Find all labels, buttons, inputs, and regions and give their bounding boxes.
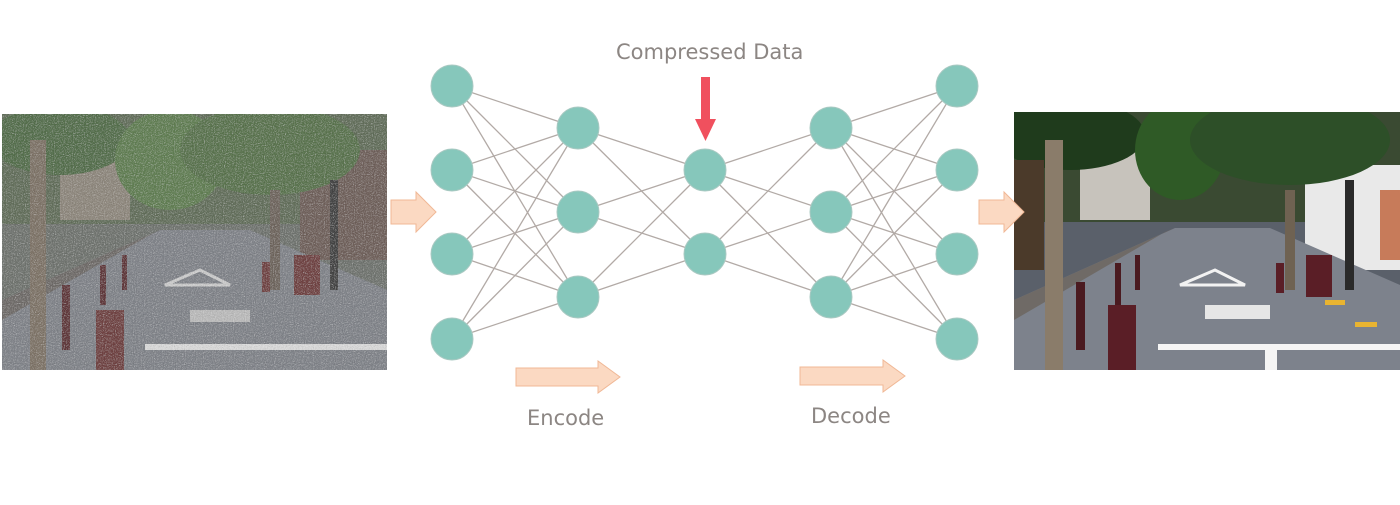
decode-arrow bbox=[799, 359, 906, 393]
input-flow-arrow bbox=[390, 190, 437, 234]
edge-0-3-0 bbox=[451, 127, 579, 340]
edge-1-2-1 bbox=[577, 253, 706, 298]
output-flow-arrow bbox=[978, 190, 1025, 234]
node-layer1-0 bbox=[556, 106, 600, 150]
edge-1-2-0 bbox=[577, 169, 706, 298]
edge-3-2-1 bbox=[830, 169, 958, 298]
network-nodes bbox=[430, 64, 979, 361]
edge-1-0-0 bbox=[577, 127, 706, 171]
encode-arrow bbox=[515, 360, 621, 394]
node-layer2-1 bbox=[683, 232, 727, 276]
node-layer2-0 bbox=[683, 148, 727, 192]
compressed-data-label: Compressed Data bbox=[616, 40, 804, 64]
edge-2-0-0 bbox=[704, 127, 832, 171]
edge-0-0-0 bbox=[451, 85, 579, 129]
decode-label: Decode bbox=[811, 404, 891, 428]
node-layer4-0 bbox=[935, 64, 979, 108]
node-layer1-2 bbox=[556, 275, 600, 319]
edge-3-0-0 bbox=[830, 85, 958, 129]
node-layer0-3 bbox=[430, 317, 474, 361]
edge-3-2-3 bbox=[830, 296, 958, 340]
edge-3-1-0 bbox=[830, 85, 958, 213]
down-arrow-icon bbox=[695, 77, 716, 141]
edge-0-3-2 bbox=[451, 296, 579, 340]
node-layer3-1 bbox=[809, 190, 853, 234]
encode-label: Encode bbox=[527, 406, 605, 430]
network-edges bbox=[451, 85, 958, 340]
node-layer3-2 bbox=[809, 275, 853, 319]
node-layer1-1 bbox=[556, 190, 600, 234]
edge-0-1-0 bbox=[451, 127, 579, 171]
node-layer0-1 bbox=[430, 148, 474, 192]
node-layer0-0 bbox=[430, 64, 474, 108]
input-noisy-image bbox=[2, 114, 387, 370]
edge-0-2-0 bbox=[451, 127, 579, 255]
output-denoised-image bbox=[1014, 112, 1400, 370]
edge-1-1-0 bbox=[577, 169, 706, 213]
node-layer4-2 bbox=[935, 232, 979, 276]
node-layer3-0 bbox=[809, 106, 853, 150]
node-layer0-2 bbox=[430, 232, 474, 276]
node-layer4-1 bbox=[935, 148, 979, 192]
edge-0-3-1 bbox=[451, 211, 579, 340]
edge-2-1-2 bbox=[704, 253, 832, 298]
edge-3-2-2 bbox=[830, 253, 958, 298]
edge-2-1-1 bbox=[704, 211, 832, 255]
edge-2-1-0 bbox=[704, 127, 832, 255]
node-layer4-3 bbox=[935, 317, 979, 361]
edge-3-2-0 bbox=[830, 85, 958, 298]
